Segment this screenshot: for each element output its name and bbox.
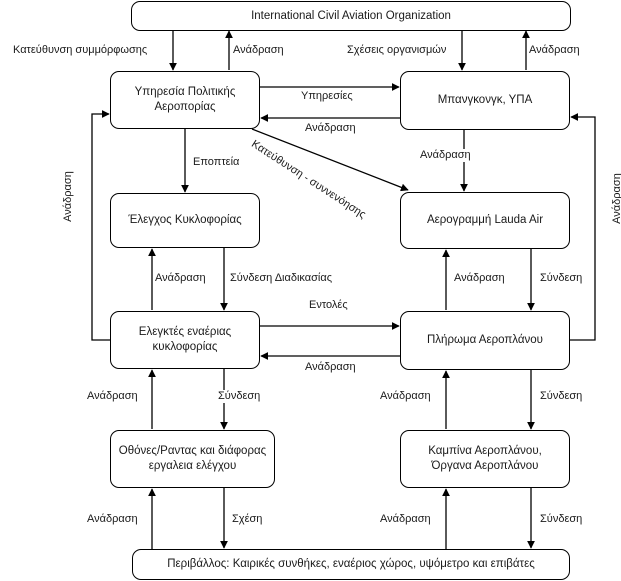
node-environment[interactable]: Περιβάλλος: Καιρικές συνθήκες, εναέριος … xyxy=(132,549,570,580)
edge-label-feedback-environment-screens: Ανάδραση xyxy=(85,513,140,526)
edge-label-feedback-crew-controllers: Ανάδραση xyxy=(303,361,358,374)
edge-label-feedback-bangkok-ypa: Ανάδραση xyxy=(303,122,358,135)
node-bangkok-label: Μπανγκονγκ, ΥΠΑ xyxy=(437,94,533,106)
node-traffic-control[interactable]: Έλεγχος Κυκλοφορίας xyxy=(110,193,260,248)
node-air-traffic-controllers[interactable]: Ελεγκτές εναέριας κυκλοφορίας xyxy=(110,311,260,369)
node-ypa-label: Υπηρεσία Πολιτικής Αεροπορίας xyxy=(134,86,236,113)
edge-label-feedback-controllers-traffic: Ανάδραση xyxy=(153,272,208,285)
edge-controllers-to-ypa-loop xyxy=(91,110,110,341)
node-cabin-instruments[interactable]: Καμπίνα Αεροπλάνου, Όργανα Αεροπλάνου xyxy=(400,430,570,488)
node-air-traffic-controllers-label: Ελεγκτές εναέριας κυκλοφορίας xyxy=(138,326,232,353)
node-lauda-air[interactable]: Αερογραμμή Lauda Air xyxy=(400,192,570,249)
node-ypa[interactable]: Υπηρεσία Πολιτικής Αεροπορίας xyxy=(110,71,260,129)
edge-label-link-cabin-environment: Σύνδεση xyxy=(538,513,585,526)
edge-label-feedback-bangkok-lauda: Ανάδραση xyxy=(418,149,473,162)
edge-label-feedback-bangkok-icao: Ανάδραση xyxy=(527,44,582,57)
node-screens-radar[interactable]: Οθόνες/Ραντας και διάφορας εργαλεια ελέγ… xyxy=(110,430,275,488)
node-icao-label: International Civil Aviation Organizatio… xyxy=(251,9,451,22)
node-icao[interactable]: International Civil Aviation Organizatio… xyxy=(131,1,571,31)
edge-label-compliance-direction: Κατεύθυνση συμμόρφωσης xyxy=(11,44,150,57)
node-aircraft-crew[interactable]: Πλήρωμα Αεροπλάνου xyxy=(400,311,570,370)
node-traffic-control-label: Έλεγχος Κυκλοφορίας xyxy=(128,214,242,226)
edge-label-feedback-ypa-icao: Ανάδραση xyxy=(231,44,286,57)
edge-crew-to-bangkok-loop xyxy=(570,113,596,341)
edge-label-feedback-crew-lauda: Ανάδραση xyxy=(452,272,507,285)
edge-label-feedback-right-loop: Ανάδραση xyxy=(610,171,621,226)
edge-label-services: Υπηρεσίες xyxy=(299,90,355,103)
node-cabin-instruments-label: Καμπίνα Αεροπλάνου, Όργανα Αεροπλάνου xyxy=(428,445,542,472)
edge-label-organization-relations: Σχέσεις οργανισμών xyxy=(345,44,449,57)
node-aircraft-crew-label: Πλήρωμα Αεροπλάνου xyxy=(427,334,543,346)
edge-label-process-link: Σύνδεση Διαδικασίας xyxy=(228,272,335,285)
edge-label-relation-screens-environment: Σχέση xyxy=(230,513,265,526)
edge-label-feedback-environment-cabin: Ανάδραση xyxy=(378,513,433,526)
edge-label-feedback-screens-controllers: Ανάδραση xyxy=(85,390,140,403)
node-bangkok[interactable]: Μπανγκονγκ, ΥΠΑ xyxy=(400,71,570,130)
edge-ypa-to-lauda-diagonal xyxy=(251,128,409,192)
node-environment-label: Περιβάλλος: Καιρικές συνθήκες, εναέριος … xyxy=(167,558,535,570)
edge-label-commands: Εντολές xyxy=(307,299,350,312)
edge-label-feedback-left-loop: Ανάδραση xyxy=(61,169,75,224)
edge-label-feedback-cabin-crew: Ανάδραση xyxy=(378,390,433,403)
edge-label-link-crew-cabin: Σύνδεση xyxy=(538,390,585,403)
edge-label-link-controllers-screens: Σύνδεση xyxy=(216,390,263,403)
node-screens-radar-label: Οθόνες/Ραντας και διάφορας εργαλεια ελέγ… xyxy=(118,445,267,472)
node-lauda-air-label: Αερογραμμή Lauda Air xyxy=(426,214,544,226)
edge-label-link-lauda-crew: Σύνδεση xyxy=(538,272,585,285)
edge-label-supervision: Εποπτεία xyxy=(191,156,242,169)
